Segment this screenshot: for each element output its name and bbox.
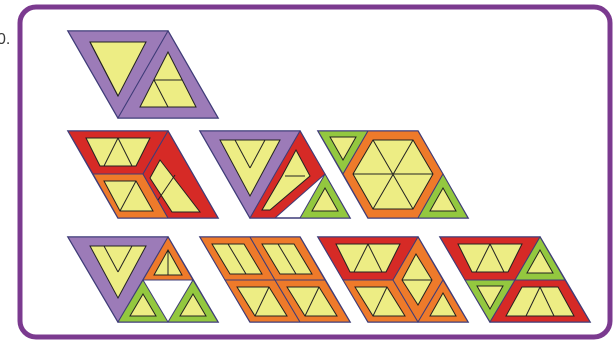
puzzle-panel <box>0 0 616 342</box>
